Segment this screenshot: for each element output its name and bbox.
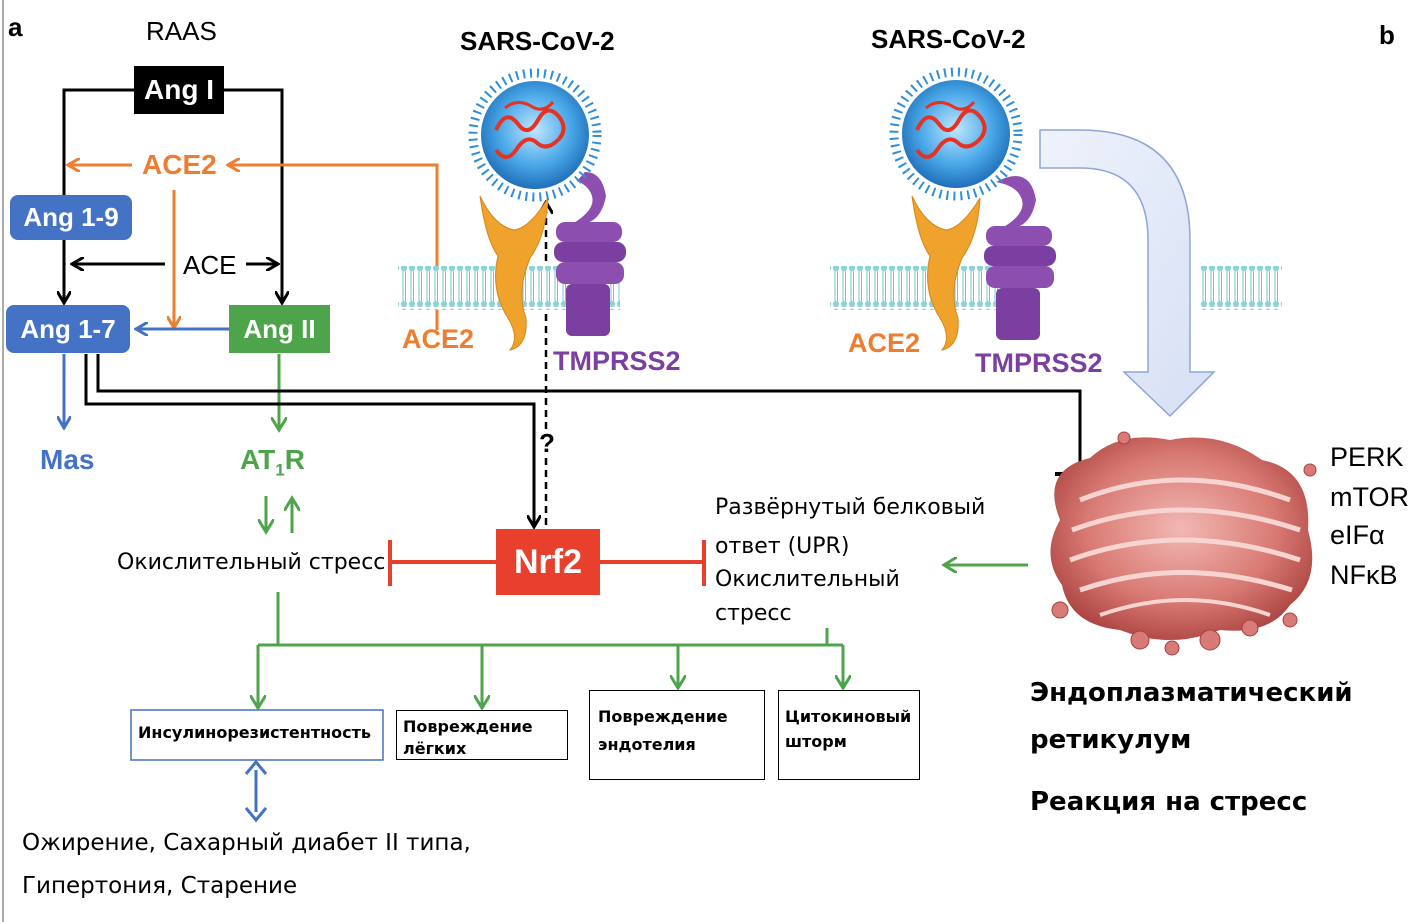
virus-title-right: SARS-CoV-2 [871, 24, 1026, 54]
question-mark: ? [539, 428, 555, 458]
outcome-cytokine-box: Цитокиновый шторм [778, 690, 920, 780]
outcome-insulin-label: Инсулинорезистентность [138, 723, 372, 742]
outcome-tree [258, 565, 1028, 706]
membrane-right-a [830, 266, 1000, 310]
outcome-lung-line2: лёгких [403, 739, 467, 759]
er-marker-eifa: eIFα [1330, 520, 1385, 550]
node-nrf2: Nrf2 [496, 529, 600, 595]
raas-connectors [64, 88, 1105, 533]
virus-complex-left [468, 68, 626, 351]
outcome-endothelium-line2: эндотелия [598, 735, 696, 754]
er-label-2: ретикулум [1030, 725, 1192, 755]
panel-label-a: a [8, 12, 23, 42]
bottom-line-1: Ожирение, Сахарный диабет II типа, [22, 830, 471, 856]
bottom-line-2: Гипертония, Старение [22, 873, 298, 899]
raas-title: RAAS [146, 16, 217, 46]
er-illustration [1050, 431, 1317, 656]
insulin-double-arrow [244, 759, 268, 823]
ace2-label-left: ACE2 [402, 324, 475, 354]
angI-to-ang2-arrow [224, 88, 282, 301]
panel-label-b: b [1379, 20, 1395, 50]
node-ang-1-9: Ang 1-9 [10, 195, 132, 240]
ace-label: ACE [180, 252, 240, 278]
er-label-1: Эндоплазматический [1030, 678, 1353, 708]
outcome-endothelium-box: Повреждение эндотелия [589, 690, 765, 780]
er-marker-perk: PERK [1330, 442, 1404, 472]
outcome-cytokine-line2: шторм [785, 731, 847, 751]
er-marker-mtor: mTOR [1330, 482, 1409, 512]
ace2-label-right: ACE2 [848, 328, 921, 358]
node-ang-1-7: Ang 1-7 [6, 305, 130, 353]
er-label-3: Реакция на стресс [1030, 787, 1308, 817]
outcome-insulin-box [130, 709, 384, 761]
tmprss2-label-right: TMPRSS2 [975, 348, 1103, 378]
virus-to-er-big-arrow [1039, 129, 1216, 418]
at1r-label: AT1R [240, 444, 305, 480]
ace2-label-raas: ACE2 [142, 149, 217, 180]
upr-line-3: Окислительный [715, 567, 900, 592]
node-ang-i: Ang I [134, 66, 224, 114]
er-marker-nfkb: NFκB [1330, 560, 1398, 590]
tmprss2-label-left: TMPRSS2 [553, 346, 681, 376]
upr-line-2: ответ (UPR) [715, 534, 850, 559]
outcome-endothelium-line1: Повреждение [598, 707, 728, 726]
ang17-to-nrf2-arrow [84, 354, 534, 525]
nrf2-inhibition [388, 540, 706, 586]
outcome-lung-box: Повреждение лёгких [396, 710, 568, 760]
mas-label: Mas [40, 444, 95, 475]
membrane-right-b [1200, 266, 1282, 310]
upr-line-4: стресс [715, 601, 792, 626]
outcome-lung-line1: Повреждение [403, 717, 533, 736]
upr-line-1: Развёрнутый белковый [715, 495, 986, 520]
node-ang-ii: Ang II [229, 305, 330, 353]
virus-title-left: SARS-CoV-2 [460, 26, 615, 56]
outcome-cytokine-line1: Цитокиновый [785, 707, 912, 726]
ang17-inhibit-er-line [96, 354, 1082, 474]
virus-complex-right [889, 67, 1056, 351]
oxidative-stress-label: Окислительный стресс [117, 550, 386, 575]
